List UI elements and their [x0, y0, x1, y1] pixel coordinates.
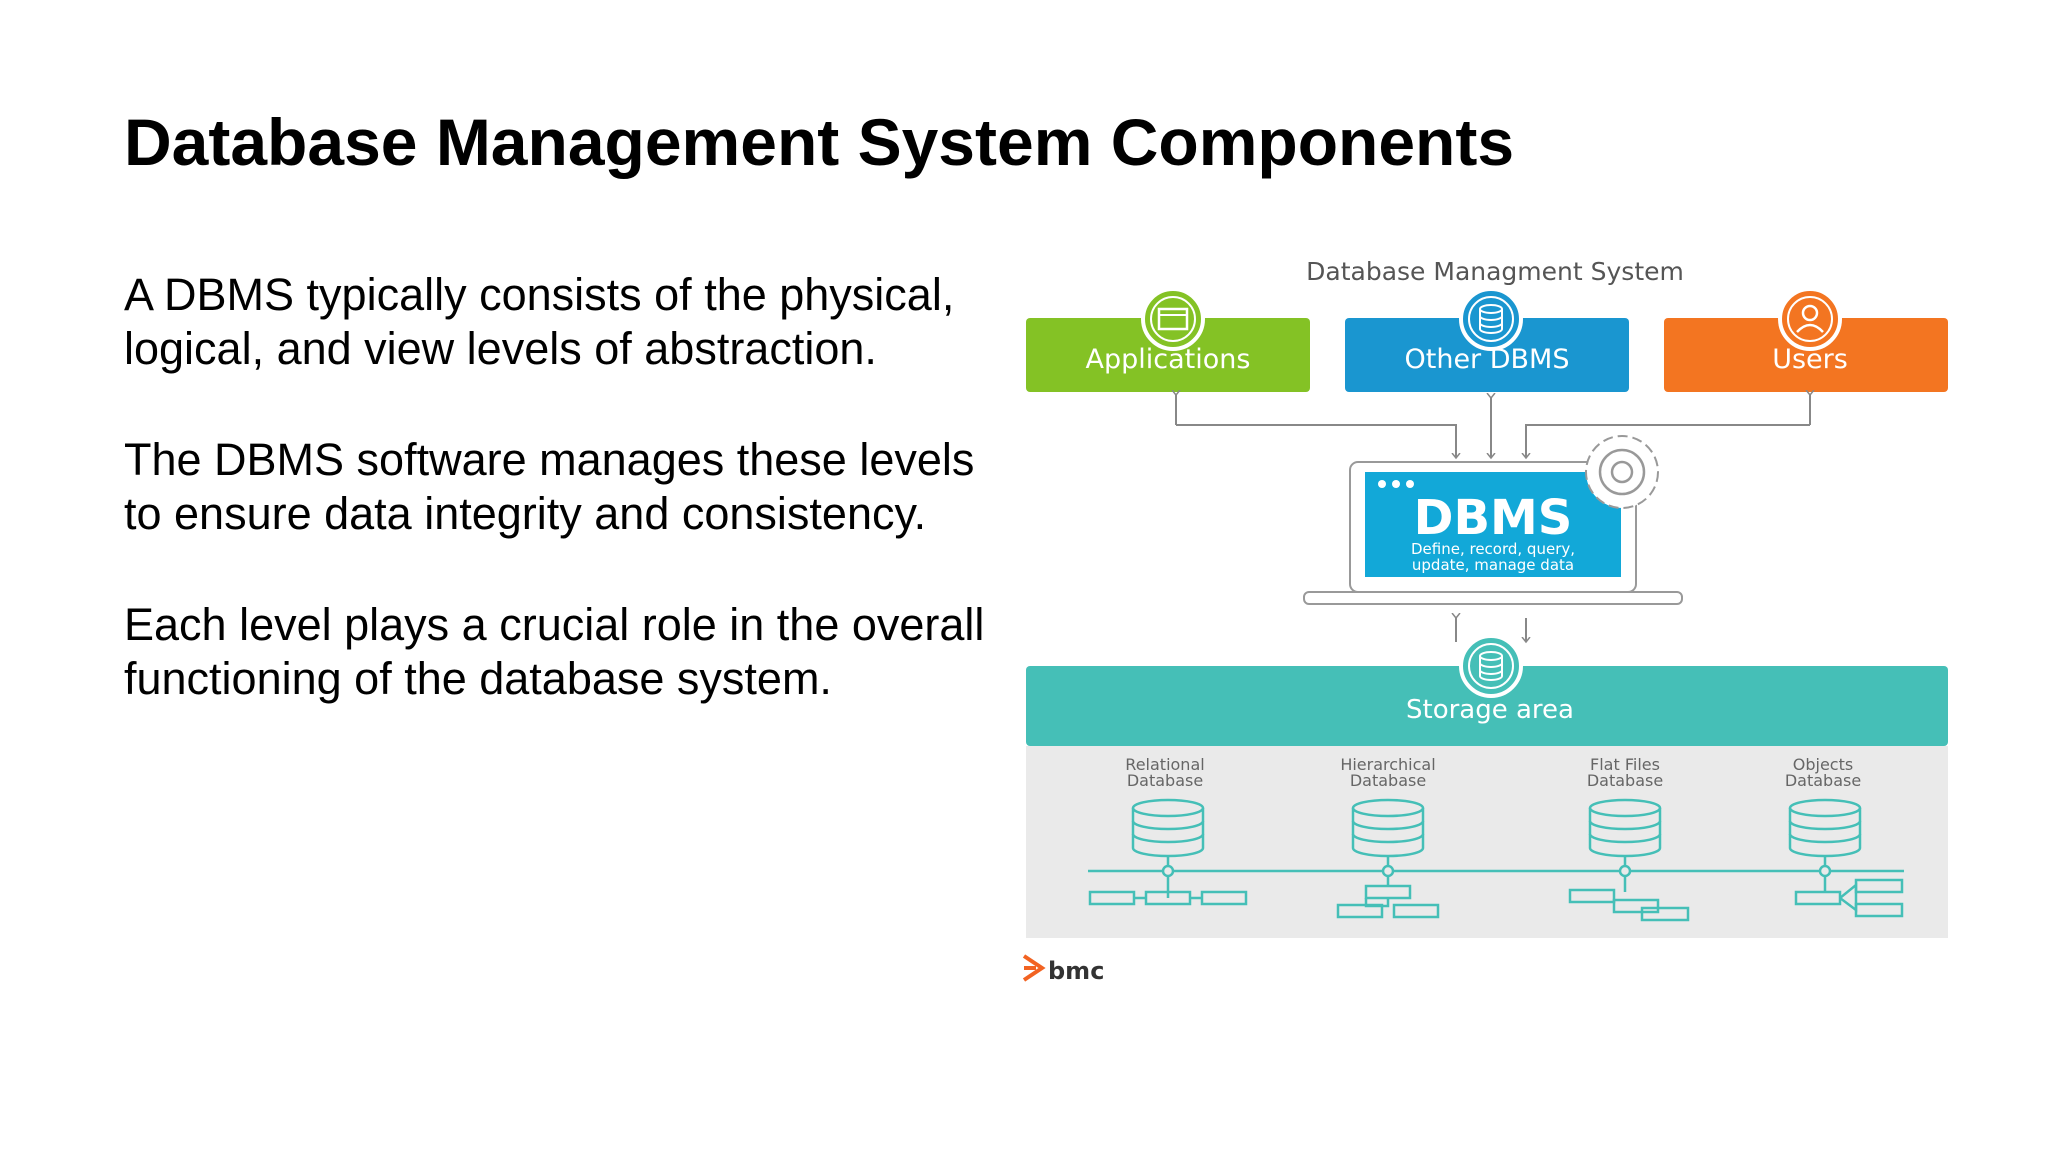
storage-database-icon: [1459, 634, 1523, 698]
storage-connectors: [1456, 618, 1526, 642]
bmc-logo: bmc: [1022, 954, 1104, 985]
database-types: Relational Database Hierarchical Databas…: [1125, 755, 1861, 790]
slide-title: Database Management System Components: [124, 105, 1515, 179]
dbms-diagram: Database Managment System Applications O…: [1022, 257, 1948, 985]
body-text: A DBMS typically consists of the physica…: [124, 268, 1024, 763]
paragraph-1-line-1: A DBMS typically consists of the physica…: [124, 269, 955, 320]
paragraph-2-line-2: to ensure data integrity and consistency…: [124, 488, 927, 539]
diagram-heading: Database Managment System: [1306, 257, 1684, 286]
paragraph-3-line-1: Each level plays a crucial role in the o…: [124, 599, 985, 650]
flat-files-database-icon: [1568, 798, 1690, 922]
other-dbms-box: Other DBMS: [1345, 318, 1629, 392]
user-icon: [1778, 287, 1842, 351]
paragraph-3-line-2: functioning of the database system.: [124, 653, 832, 704]
dbms-description-line-2: update, manage data: [1412, 556, 1574, 574]
objects-database-icon: [1788, 798, 1904, 918]
flat-files-database-line-1: Flat Files: [1590, 755, 1660, 774]
relational-database-line-1: Relational: [1125, 755, 1204, 774]
application-window-icon: [1141, 287, 1205, 351]
relational-database-line-2: Database: [1127, 771, 1203, 790]
gear-icon: [1585, 435, 1659, 509]
top-connectors: [1176, 395, 1810, 458]
paragraph-2: The DBMS software manages these levels t…: [124, 433, 1024, 541]
dbms-label: DBMS: [1414, 490, 1573, 546]
hierarchical-database-icon: [1336, 798, 1440, 919]
hierarchical-database-line-2: Database: [1350, 771, 1426, 790]
dbms-description-line-1: Define, record, query,: [1411, 540, 1575, 558]
objects-database-line-1: Objects: [1793, 755, 1853, 774]
paragraph-1: A DBMS typically consists of the physica…: [124, 268, 1024, 376]
hierarchical-database-line-1: Hierarchical: [1340, 755, 1435, 774]
bmc-logo-text: bmc: [1048, 957, 1104, 985]
paragraph-3: Each level plays a crucial role in the o…: [124, 598, 1024, 706]
applications-box: Applications: [1026, 318, 1310, 392]
flat-files-database-line-2: Database: [1587, 771, 1663, 790]
database-schemas: [1088, 798, 1904, 922]
paragraph-2-line-1: The DBMS software manages these levels: [124, 434, 975, 485]
storage-label: Storage area: [1406, 695, 1574, 725]
relational-database-icon: [1088, 798, 1248, 906]
dbms-laptop: DBMS Define, record, query, update, mana…: [1303, 461, 1683, 605]
objects-database-line-2: Database: [1785, 771, 1861, 790]
database-icon: [1459, 287, 1523, 351]
paragraph-1-line-2: logical, and view levels of abstraction.: [124, 323, 877, 374]
